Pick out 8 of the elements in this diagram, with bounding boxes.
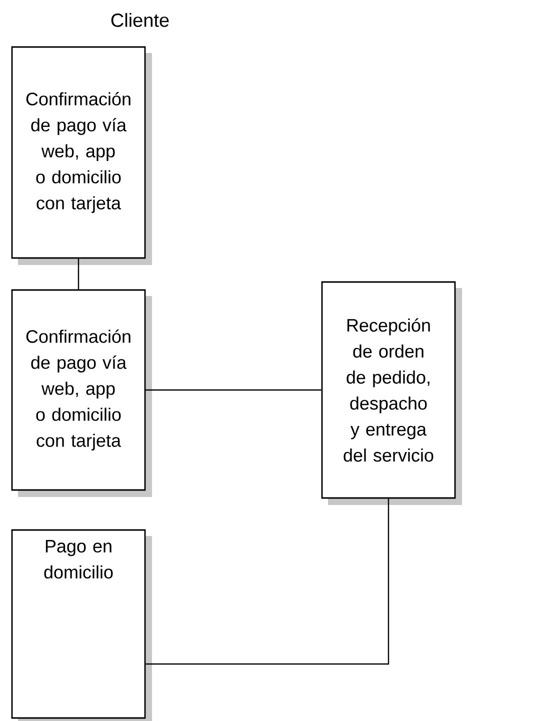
- process-box: Confirmación de pago vía web, app o domicilio con tarjeta: [11, 46, 152, 265]
- process-box: Pago en domicilio: [11, 529, 152, 721]
- connector-line: [146, 498, 390, 665]
- connector-line: [78, 258, 80, 290]
- process-box: Recepción de orden de pedido, despacho y entrega del servicio: [321, 281, 462, 505]
- connector-line: [146, 389, 322, 391]
- column-header: Cliente: [111, 13, 169, 27]
- process-box: Confirmación de pago vía web, app o domicilio con tarjeta: [11, 289, 152, 497]
